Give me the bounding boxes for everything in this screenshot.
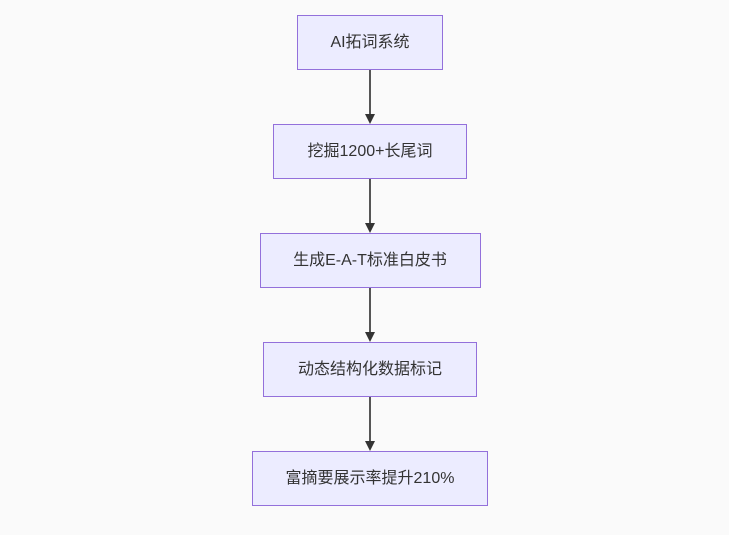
flow-node: 生成E-A-T标准白皮书 [259,233,481,288]
flow-edge [365,179,375,233]
flow-node-label: 挖掘1200+长尾词 [307,142,433,160]
flow-node-label: 富摘要展示率提升210% [285,469,455,487]
flow-node: 动态结构化数据标记 [263,342,477,397]
edge-line [369,397,371,442]
flow-node: 富摘要展示率提升210% [252,451,488,506]
flow-node-label: 生成E-A-T标准白皮书 [293,251,447,269]
flow-edge [365,288,375,342]
flow-edge [365,70,375,124]
edge-line [369,70,371,115]
flowchart: AI拓词系统 挖掘1200+长尾词 生成E-A-T标准白皮书 动态结构化数据标记 [252,15,488,506]
flow-node-label: AI拓词系统 [330,33,410,51]
edge-line [369,288,371,333]
flow-edge [365,397,375,451]
flow-node: 挖掘1200+长尾词 [273,124,467,179]
arrowhead-down-icon [365,223,375,233]
flow-node-label: 动态结构化数据标记 [297,360,442,378]
arrowhead-down-icon [365,332,375,342]
flow-node: AI拓词系统 [297,15,443,70]
arrowhead-down-icon [365,114,375,124]
arrowhead-down-icon [365,441,375,451]
edge-line [369,179,371,224]
